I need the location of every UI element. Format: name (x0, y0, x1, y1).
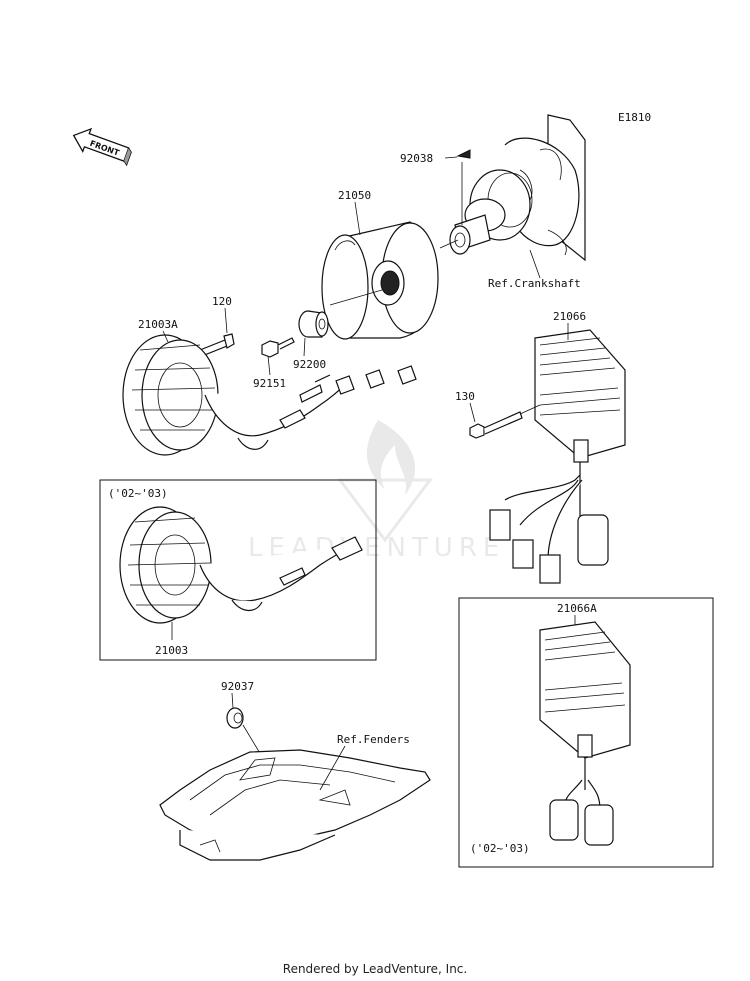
label-21003: 21003 (155, 644, 188, 657)
year-note-2: ('02~'03) (470, 842, 530, 855)
label-120: 120 (212, 295, 232, 308)
washer-92200 (298, 310, 329, 338)
regulator-21066 (489, 329, 626, 584)
label-21066A: 21066A (557, 602, 597, 615)
stator-21003 (119, 506, 363, 624)
year-note-1: ('02~'03) (108, 487, 168, 500)
variant-box-21066A (458, 597, 714, 868)
label-92037: 92037 (221, 680, 254, 693)
stator-21003A (122, 334, 417, 456)
label-92038: 92038 (400, 152, 433, 165)
label-92200: 92200 (293, 358, 326, 371)
label-21066: 21066 (553, 310, 586, 323)
bolt-92151 (261, 337, 295, 358)
label-ref-crankshaft: Ref.Crankshaft (488, 277, 581, 290)
crankshaft-drawing (449, 114, 586, 262)
fender-tray (159, 749, 431, 861)
label-ref-fenders: Ref.Fenders (337, 733, 410, 746)
front-arrow-icon: FRONT (72, 127, 132, 167)
leader-crankshaft (529, 249, 541, 279)
diagram-id: E1810 (618, 111, 651, 124)
flywheel-21050 (321, 221, 439, 340)
label-130: 130 (455, 390, 475, 403)
label-21050: 21050 (338, 189, 371, 202)
footer-credit: Rendered by LeadVenture, Inc. (282, 962, 468, 976)
variant-box-21003 (99, 479, 377, 661)
label-92151: 92151 (253, 377, 286, 390)
regulator-21066A (539, 621, 631, 846)
key-92038 (456, 149, 471, 159)
grommet-92037 (226, 707, 244, 729)
label-21003A: 21003A (138, 318, 178, 331)
bolt-130 (469, 411, 523, 439)
watermark-logo: LEADVENTURE (248, 420, 499, 563)
